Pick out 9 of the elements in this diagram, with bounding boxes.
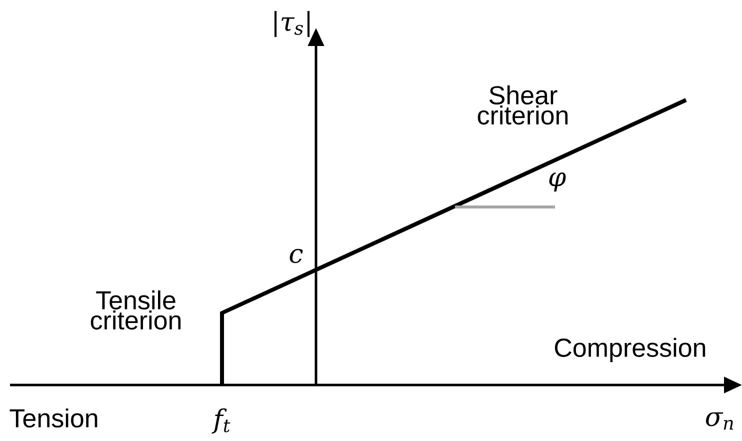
intercept-label: c <box>290 248 303 264</box>
axis-label: |τ$_{s}$| <box>274 11 310 37</box>
curve-label: Shear criterion <box>478 85 568 125</box>
axis-label: σ$_{n}$ <box>706 412 734 430</box>
region-label: Compression <box>554 338 706 362</box>
tick-label: f$_{t}$ <box>212 408 230 434</box>
angle-label: φ <box>549 172 566 192</box>
curve-label: Tensile criterion <box>90 290 181 330</box>
region-label: Tension <box>10 408 98 428</box>
